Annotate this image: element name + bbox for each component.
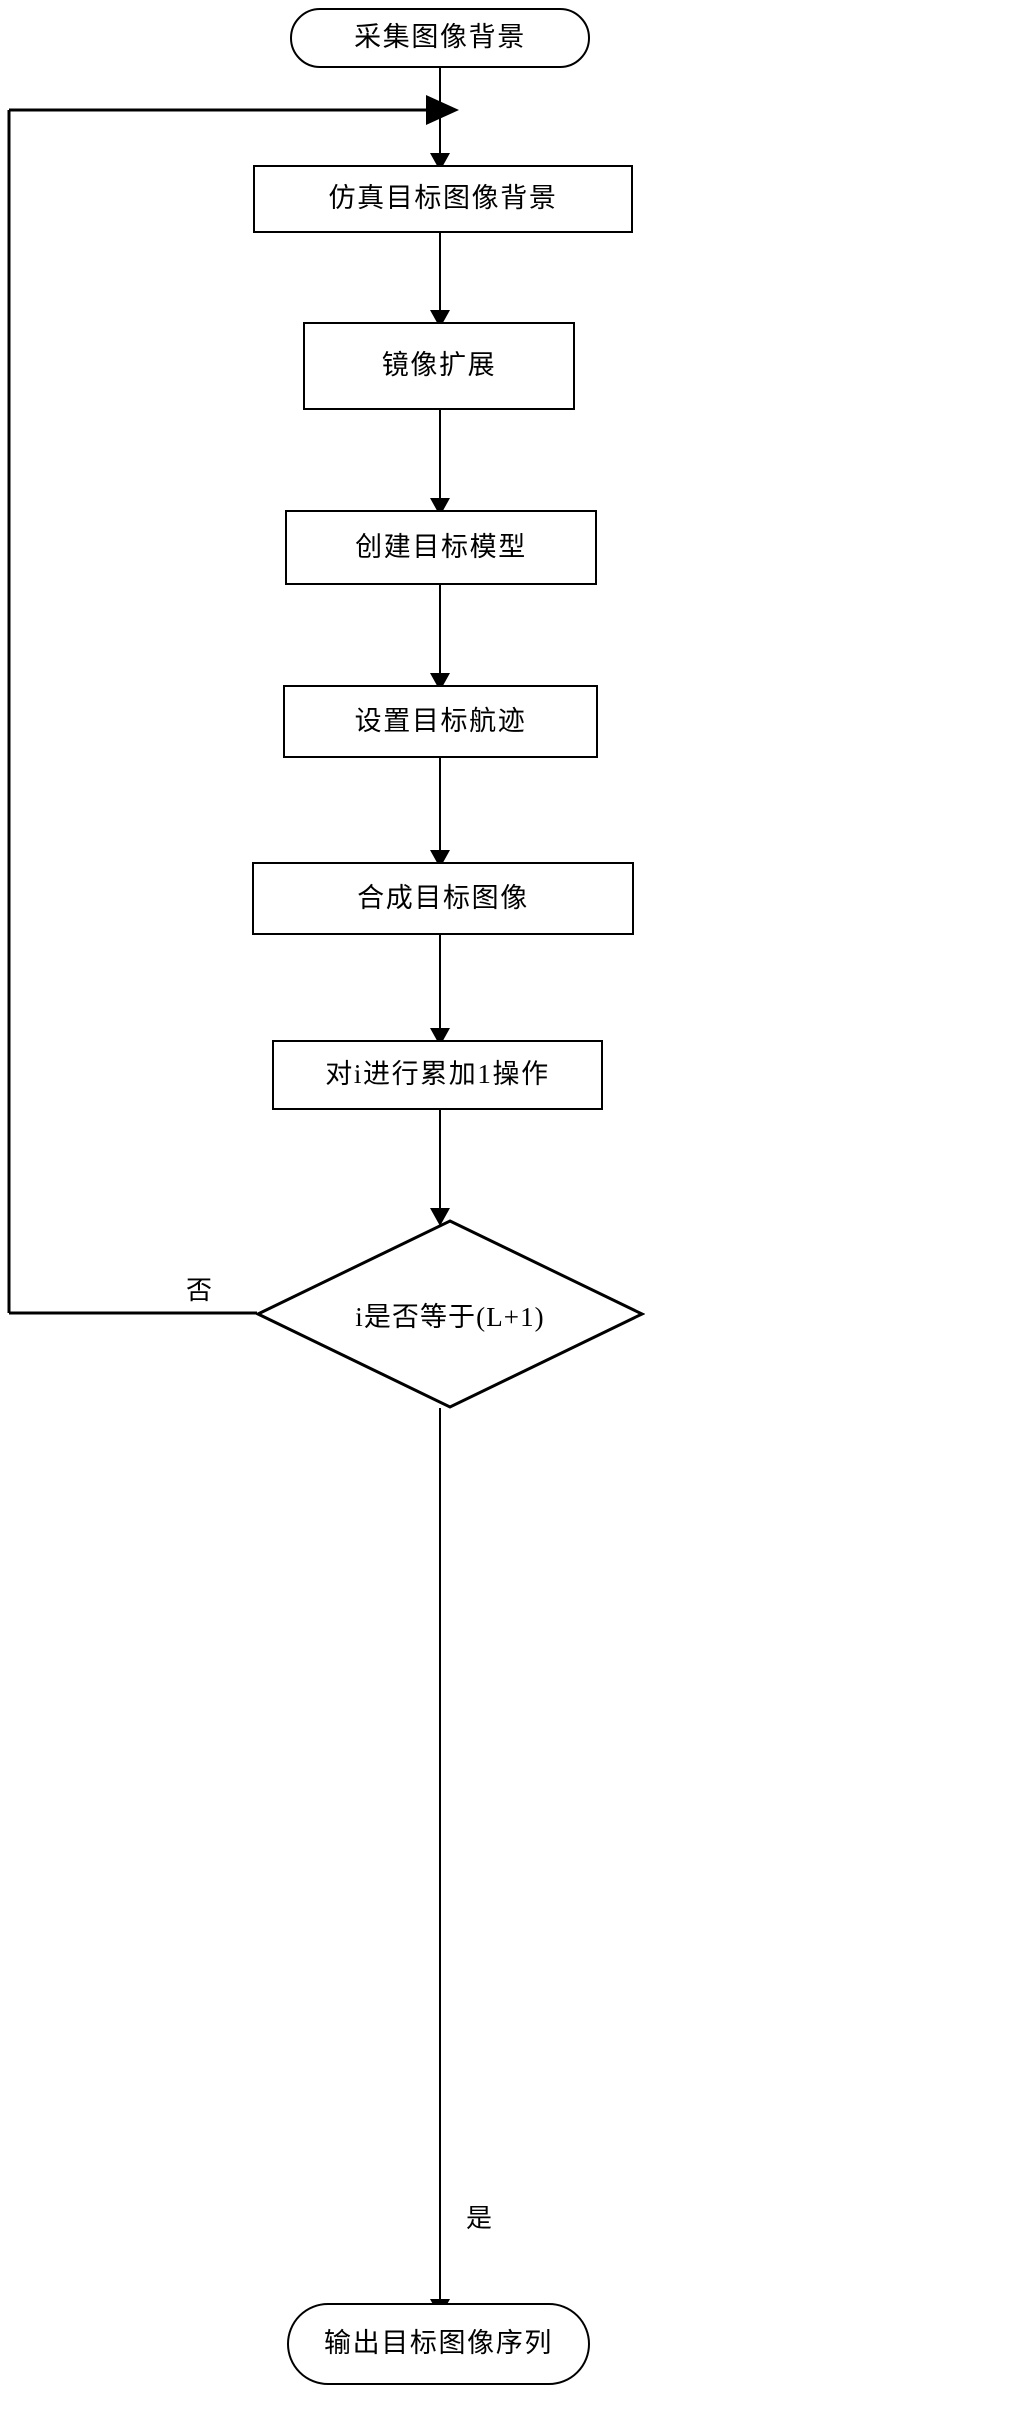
decision-diamond-shape [254, 1219, 646, 1409]
node-create-target-model-label: 创建目标模型 [355, 531, 527, 562]
node-mirror-extension-label: 镜像扩展 [381, 350, 497, 381]
node-set-target-track[interactable]: 设置目标航迹 [283, 685, 598, 758]
node-increment-counter-label: 对i进行累加1操作 [325, 1059, 550, 1090]
node-simulate-background-label: 仿真目标图像背景 [328, 183, 558, 214]
node-simulate-background[interactable]: 仿真目标图像背景 [253, 165, 633, 233]
node-decision-counter-check[interactable]: i是否等于(L+1) [254, 1218, 646, 1410]
node-mirror-extension[interactable]: 镜像扩展 [303, 322, 575, 410]
node-start-label: 采集图像背景 [354, 22, 526, 53]
node-decision-counter-check-label: i是否等于(L+1) [355, 1301, 545, 1332]
node-start-terminal[interactable]: 采集图像背景 [290, 8, 590, 68]
edge-label-yes: 是 [466, 2204, 494, 2233]
node-synthesize-target-image-label: 合成目标图像 [357, 882, 529, 913]
edge-label-no: 否 [186, 1276, 214, 1305]
node-end-label: 输出目标图像序列 [324, 2328, 553, 2359]
node-increment-counter[interactable]: 对i进行累加1操作 [272, 1040, 603, 1110]
node-create-target-model[interactable]: 创建目标模型 [285, 510, 597, 585]
node-set-target-track-label: 设置目标航迹 [354, 705, 527, 736]
node-end-terminal[interactable]: 输出目标图像序列 [287, 2303, 590, 2385]
node-synthesize-target-image[interactable]: 合成目标图像 [252, 862, 634, 935]
edge-decision-no-feedback [7, 95, 459, 1315]
